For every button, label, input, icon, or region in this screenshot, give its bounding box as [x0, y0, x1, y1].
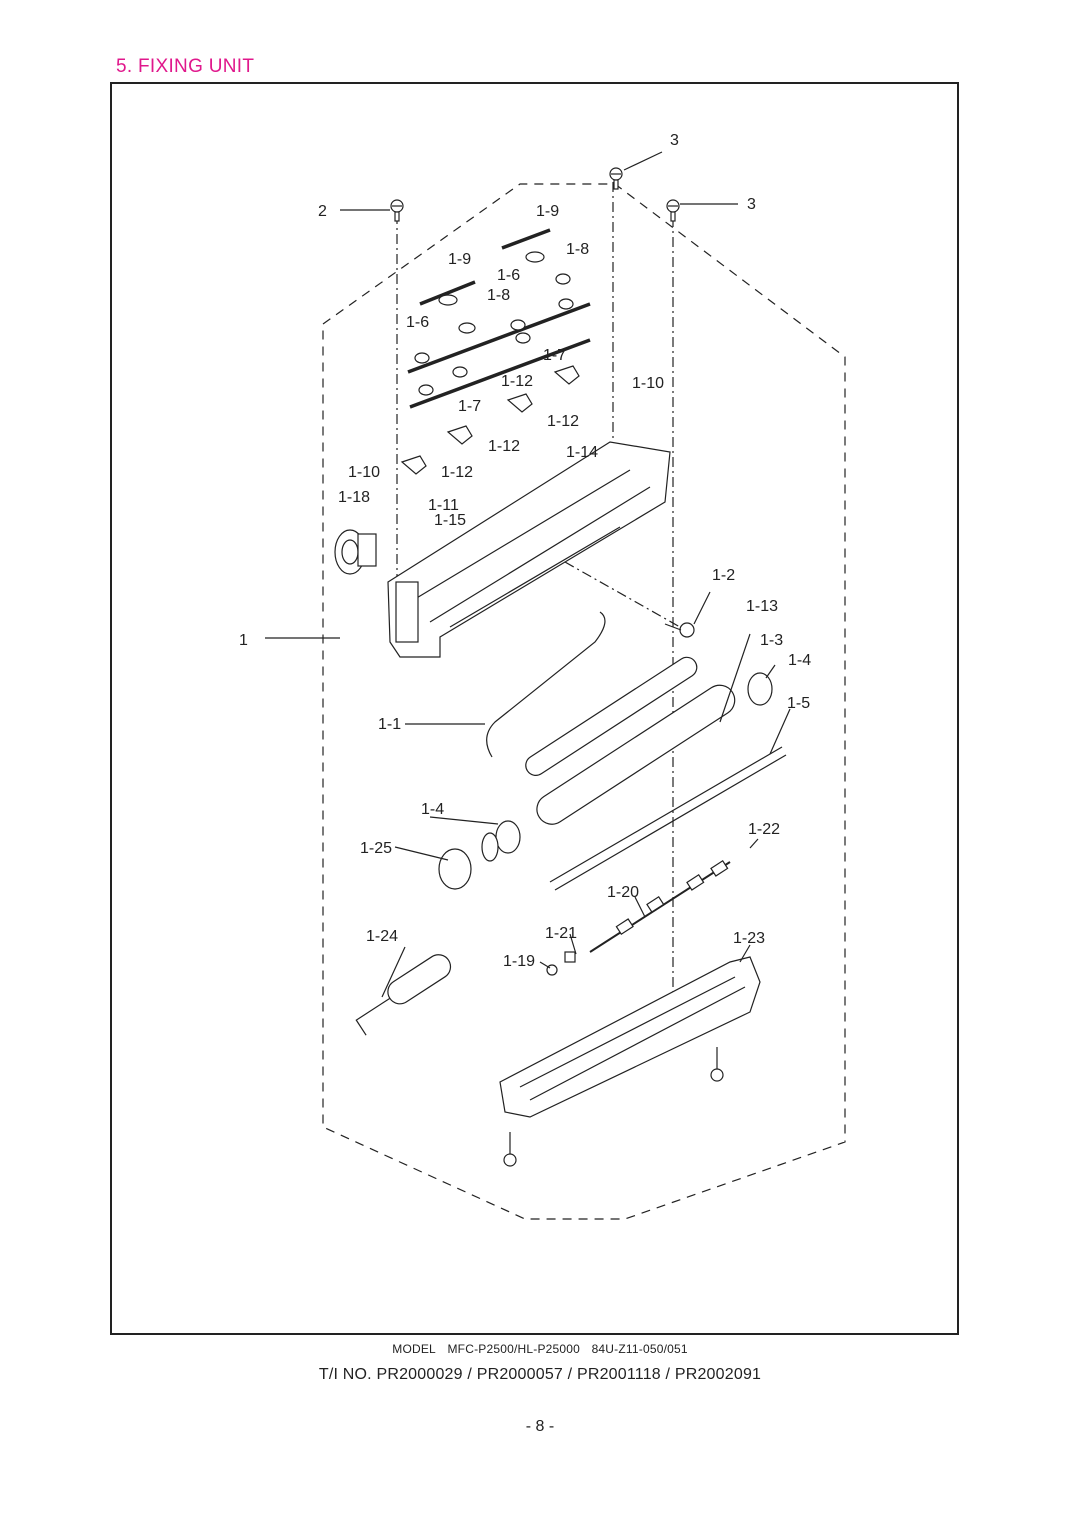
section-title: 5. FIXING UNIT [116, 56, 255, 77]
bushing-1-4-icon [747, 672, 773, 706]
callout-2: 2 [318, 203, 327, 220]
ti-number-line: T/I NO. PR2000029 / PR2000057 / PR200111… [318, 1366, 762, 1383]
roller-1-24 [355, 954, 452, 1036]
callout-1-3: 1-3 [760, 632, 783, 649]
pressure-roller [536, 684, 736, 825]
callout-1-23: 1-23 [733, 930, 765, 947]
screw-3b-icon [666, 199, 680, 222]
callout-1-8a: 1-8 [566, 241, 589, 258]
callout-1-13: 1-13 [746, 598, 778, 615]
screw-2-icon [390, 199, 404, 222]
model-value: MFC-P2500/HL-P25000 [447, 1342, 581, 1356]
callout-1-9b: 1-9 [448, 251, 471, 268]
callout-1-25: 1-25 [360, 840, 392, 857]
callout-1-7b: 1-7 [458, 398, 481, 415]
frame-lower-body [499, 956, 761, 1118]
frame-upper-body [387, 441, 671, 658]
callout-1-19: 1-19 [503, 953, 535, 970]
callout-1-10a: 1-10 [632, 375, 664, 392]
callout-1-20: 1-20 [607, 884, 639, 901]
callout-1-12b: 1-12 [547, 413, 579, 430]
callout-1-1: 1-1 [378, 716, 401, 733]
callout-1-12a: 1-12 [501, 373, 533, 390]
gear-1-25-icon [438, 848, 472, 890]
diagram-frame [110, 82, 959, 1335]
callout-1-21: 1-21 [545, 925, 577, 942]
callout-1-8b: 1-8 [487, 287, 510, 304]
callout-1-2: 1-2 [712, 567, 735, 584]
callout-3b: 3 [747, 196, 756, 213]
model-code: 84U-Z11-050/051 [591, 1342, 688, 1356]
callout-1-18: 1-18 [338, 489, 370, 506]
exploded-parts-diagram: 3 3 2 1-9 1-9 1-8 1-8 1-6 1-6 1-7 1-7 1-… [239, 132, 846, 1220]
callout-1-6b: 1-6 [406, 314, 429, 331]
callout-1-22: 1-22 [748, 821, 780, 838]
callout-1-9a: 1-9 [536, 203, 559, 220]
screw-1-13-icon [664, 622, 695, 638]
callout-1-7a: 1-7 [543, 347, 566, 364]
assembly-boundary [322, 183, 846, 1220]
callout-1-6a: 1-6 [497, 267, 520, 284]
callout-3a: 3 [670, 132, 679, 149]
page-number: - 8 - [525, 1418, 555, 1435]
gear-1-18-icon [334, 529, 377, 575]
callout-1: 1 [239, 632, 248, 649]
callout-1-12d: 1-12 [441, 464, 473, 481]
heat-roller [525, 656, 698, 776]
callout-1-12c: 1-12 [488, 438, 520, 455]
callout-1-4b: 1-4 [421, 801, 444, 818]
callout-1-11: 1-11 [428, 497, 459, 514]
callout-1-10b: 1-10 [348, 464, 380, 481]
callout-1-24: 1-24 [366, 928, 398, 945]
model-line: MODEL MFC-P2500/HL-P25000 84U-Z11-050/05… [0, 1342, 1080, 1356]
screw-3a-icon [609, 167, 623, 190]
callout-1-15: 1-15 [434, 512, 466, 529]
callout-1-4a: 1-4 [788, 652, 811, 669]
model-label: MODEL [392, 1342, 436, 1356]
callout-1-5: 1-5 [787, 695, 810, 712]
callout-1-14: 1-14 [566, 444, 598, 461]
